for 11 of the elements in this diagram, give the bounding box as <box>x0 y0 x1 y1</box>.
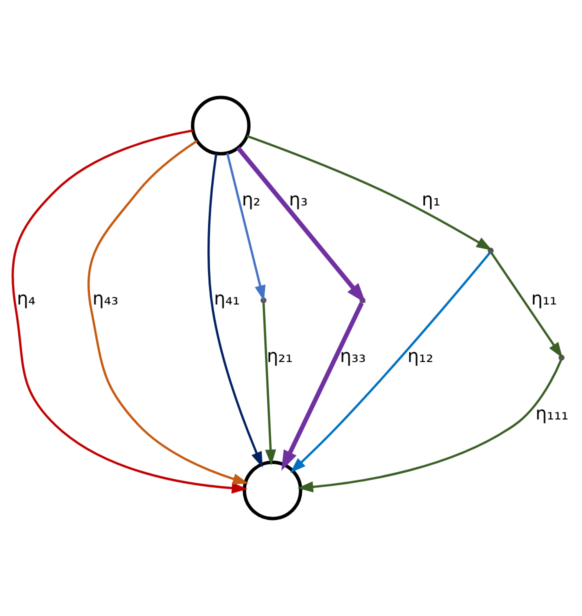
edge-label: η₁ <box>422 189 440 210</box>
edge-label: η₃₃ <box>340 346 366 367</box>
edge-label: η₄ <box>16 288 36 310</box>
edge-label: η₃ <box>289 189 308 210</box>
edge-label: η₄₃ <box>92 288 118 310</box>
edge-label: η₂ <box>242 189 260 210</box>
edge-label: η₂₁ <box>266 346 293 367</box>
edge-label: η₁₂ <box>407 346 434 367</box>
edge-label: η₄₁ <box>214 288 240 310</box>
edge-label: η₁₁₁ <box>535 403 568 424</box>
edge-label: η₁₁ <box>531 288 558 310</box>
